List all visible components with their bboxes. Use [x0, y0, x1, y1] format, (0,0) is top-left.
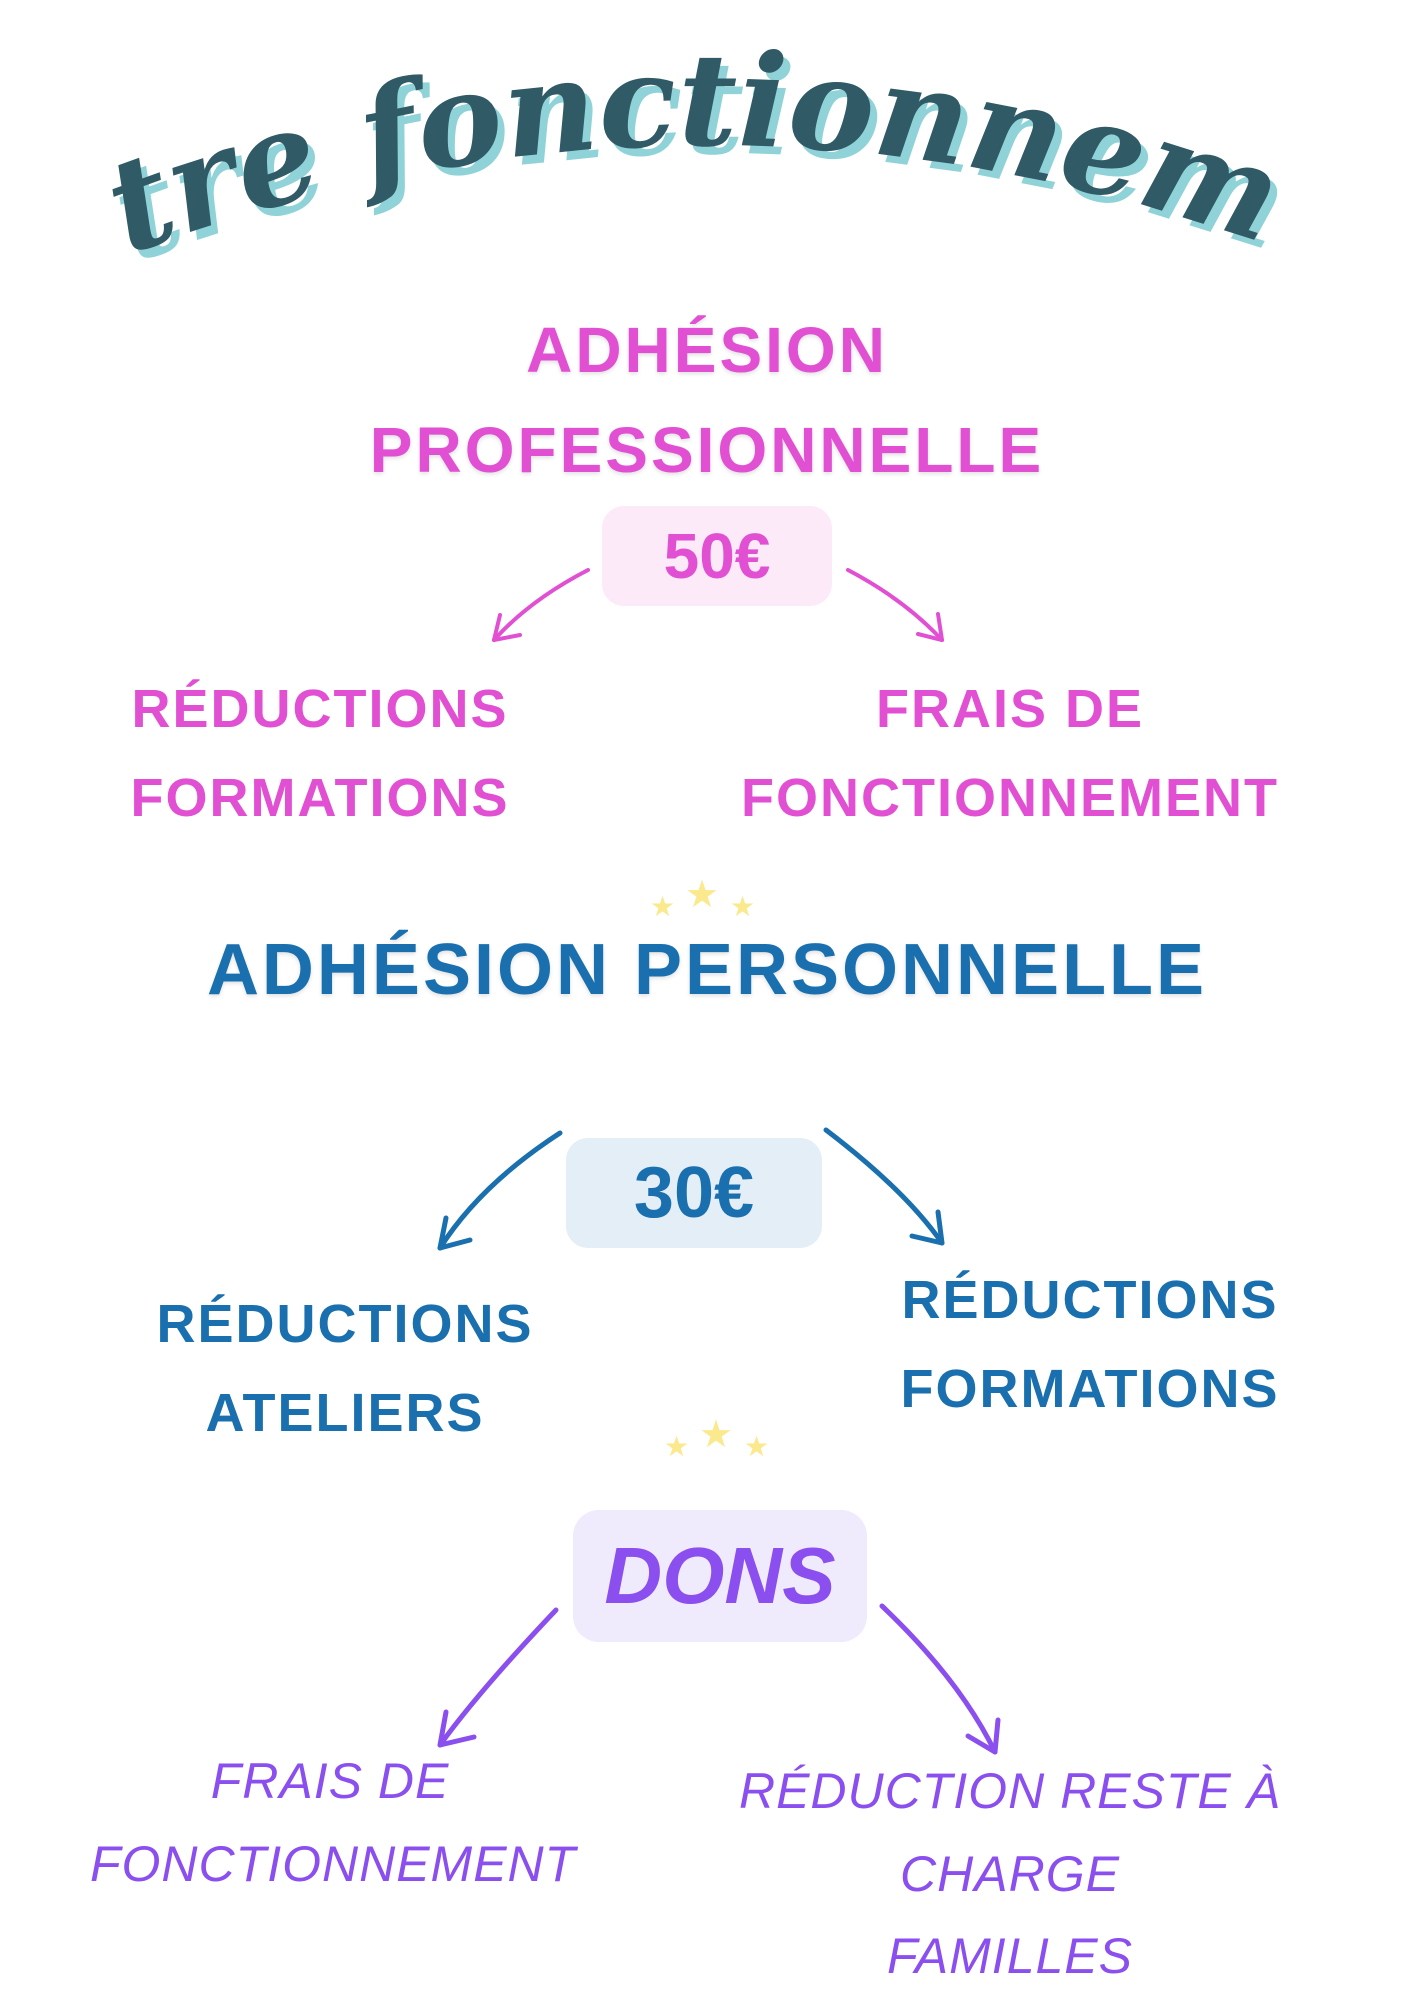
- donations-right-line2: FAMILLES: [886, 1928, 1134, 1984]
- professional-left-line2: FORMATIONS: [130, 768, 510, 829]
- personal-title: ADHÉSION PERSONNELLE: [206, 930, 1208, 1010]
- donations-left-line1: FRAIS DE: [210, 1753, 450, 1809]
- personal-left-line2: ATELIERS: [205, 1383, 485, 1444]
- donations-right-line1: RÉDUCTION RESTE À CHARGE: [738, 1763, 1282, 1902]
- personal-left-leaf: RÉDUCTIONS ATELIERS: [110, 1280, 580, 1458]
- donations-right-leaf: RÉDUCTION RESTE À CHARGE FAMILLES: [660, 1750, 1360, 1998]
- arrow-icon: [437, 1130, 563, 1251]
- star-icon: ★: [699, 1414, 734, 1456]
- donations-title: DONS: [573, 1510, 867, 1642]
- professional-title-line1: ADHÉSION: [526, 314, 888, 386]
- professional-left-leaf: RÉDUCTIONS FORMATIONS: [80, 665, 560, 843]
- personal-left-line1: RÉDUCTIONS: [156, 1294, 534, 1354]
- arrow-icon: [492, 568, 590, 642]
- donations-left-line2: FONCTIONNEMENT: [90, 1835, 577, 1892]
- star-group-2: ★ ★ ★: [664, 1412, 784, 1462]
- star-icon: ★: [664, 1431, 690, 1462]
- professional-right-leaf: FRAIS DE FONCTIONNEMENT: [690, 665, 1330, 843]
- professional-left-line1: RÉDUCTIONS: [131, 679, 509, 739]
- personal-right-line2: FORMATIONS: [900, 1359, 1280, 1420]
- professional-right-line1: FRAIS DE: [875, 679, 1145, 739]
- page-title: Notre fonctionnement Notre fonctionnemen…: [0, 0, 1306, 292]
- arrow-icon: [879, 1603, 1001, 1755]
- professional-right-line2: FONCTIONNEMENT: [741, 768, 1279, 829]
- professional-title-line2: PROFESSIONNELLE: [369, 414, 1045, 486]
- arrow-icon: [846, 568, 944, 642]
- arrow-icon: [437, 1607, 559, 1748]
- professional-price: 50€: [602, 506, 832, 606]
- personal-price: 30€: [566, 1138, 822, 1248]
- star-icon: ★: [730, 891, 756, 922]
- personal-right-leaf: RÉDUCTIONS FORMATIONS: [860, 1256, 1320, 1434]
- star-group-1: ★ ★ ★: [650, 872, 770, 922]
- donations-left-leaf: FRAIS DE FONCTIONNEMENT: [90, 1740, 577, 1905]
- star-icon: ★: [650, 891, 676, 922]
- personal-right-line1: RÉDUCTIONS: [901, 1270, 1279, 1330]
- star-icon: ★: [744, 1431, 770, 1462]
- arrow-icon: [823, 1127, 945, 1246]
- professional-title: ADHÉSION PROFESSIONNELLE: [300, 300, 1114, 500]
- star-icon: ★: [685, 874, 720, 916]
